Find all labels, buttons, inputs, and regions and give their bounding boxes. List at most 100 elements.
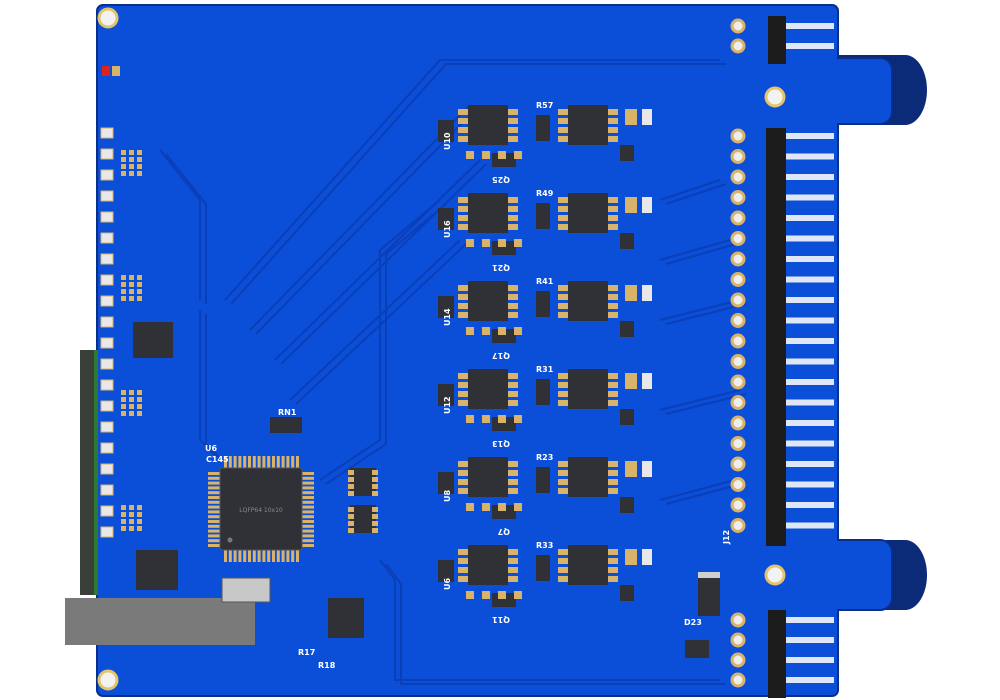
pin (276, 456, 280, 468)
header-lead (786, 440, 834, 447)
ic-ref-label: U8 (443, 490, 452, 502)
soic-driver (468, 193, 508, 233)
resistor (642, 197, 652, 213)
resistor-arrays (348, 468, 378, 533)
pin (208, 520, 220, 523)
mcu-package-text: LQFP64 10x10 (239, 507, 283, 514)
pad (121, 505, 126, 510)
header-lead (786, 153, 834, 160)
pad (129, 282, 134, 287)
pad (129, 171, 134, 176)
pin (458, 488, 468, 494)
header-j12 (730, 128, 834, 546)
diode-d23 (698, 572, 720, 616)
pin (458, 136, 468, 142)
header-lead (786, 502, 834, 508)
copper-trace (199, 310, 216, 456)
pin (558, 136, 568, 142)
pin (458, 400, 468, 406)
soic-isolator (568, 193, 608, 233)
pin (608, 576, 618, 582)
pin (458, 567, 468, 573)
pin (558, 488, 568, 494)
pin (558, 576, 568, 582)
pin (608, 197, 618, 203)
pin (608, 109, 618, 115)
pin (508, 224, 518, 230)
pad (121, 289, 126, 294)
sot23 (438, 296, 454, 318)
status-led (102, 66, 110, 76)
header-pin (730, 210, 746, 226)
pin (302, 515, 314, 519)
pin (608, 479, 618, 485)
led (100, 463, 114, 475)
copper-trace (319, 199, 441, 481)
sot23 (438, 120, 454, 142)
pad (137, 296, 142, 301)
pin (272, 550, 275, 562)
header-pin (730, 436, 746, 451)
resistor-network: RN1 (270, 408, 302, 433)
pad (498, 327, 506, 335)
pad (129, 157, 134, 162)
pin (508, 312, 518, 318)
pin (291, 550, 295, 562)
copper-trace (659, 179, 721, 201)
pin (608, 400, 618, 406)
pad (137, 505, 142, 510)
capacitor (625, 461, 637, 477)
pin (558, 118, 568, 124)
resistor-ref-label: R31 (536, 365, 554, 374)
ic-left-lower (136, 550, 178, 590)
soic-isolator (568, 457, 608, 497)
resistor-ref-label: R41 (536, 277, 554, 286)
pin (508, 373, 518, 379)
pin (558, 206, 568, 212)
pad (482, 591, 490, 599)
pad (137, 150, 142, 155)
transistor-ref-label: Q7 (498, 527, 510, 536)
pin (458, 127, 468, 133)
pin (458, 224, 468, 230)
pin (302, 524, 314, 528)
pin (458, 470, 468, 476)
led (100, 358, 114, 370)
pin (208, 524, 220, 528)
pin (262, 456, 266, 468)
header-pin (730, 395, 746, 410)
header-pin (730, 251, 746, 267)
sot23 (438, 208, 454, 230)
header-body (768, 610, 786, 698)
pin (508, 294, 518, 300)
pad (137, 526, 142, 531)
pin (302, 496, 314, 499)
pad (121, 397, 126, 402)
sot-part (685, 640, 709, 658)
sot23 (620, 145, 634, 161)
pin (228, 550, 232, 562)
pin (458, 382, 468, 388)
pin (208, 472, 220, 475)
pad (137, 171, 142, 176)
pad (482, 503, 490, 511)
copper-trace (249, 104, 471, 331)
led (100, 484, 114, 496)
pin (558, 197, 568, 203)
pin (208, 510, 220, 514)
capacitor (625, 373, 637, 389)
copper-trace (325, 203, 447, 485)
pad (372, 528, 378, 533)
header-lead (786, 617, 834, 623)
header-pin (730, 374, 746, 390)
pad (348, 491, 354, 496)
header-lead (786, 379, 834, 385)
pad (137, 512, 142, 517)
sot23 (536, 467, 550, 493)
pin (458, 303, 468, 309)
ic-ref-label: U16 (443, 220, 452, 238)
capacitor (625, 109, 637, 125)
pin (228, 456, 232, 468)
pin (281, 550, 285, 562)
